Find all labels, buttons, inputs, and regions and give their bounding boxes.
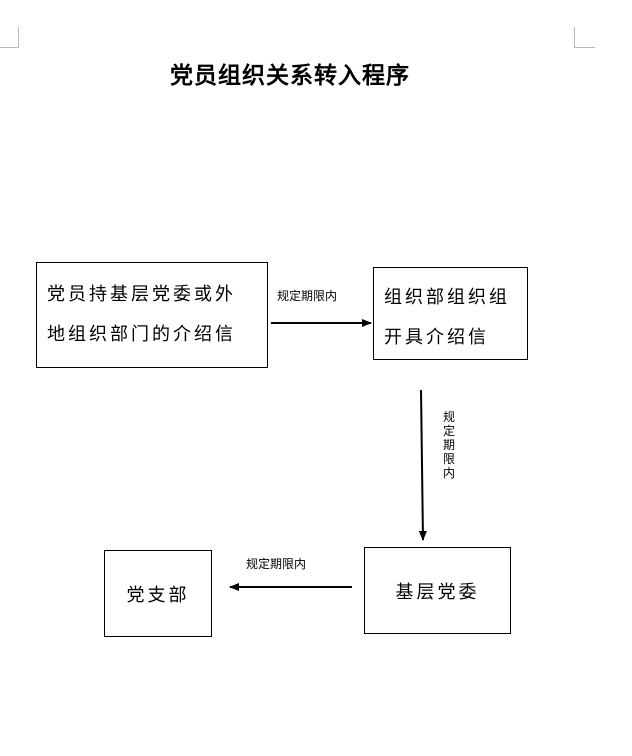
flow-box-org-dept: 组织部组织组 开具介绍信 (373, 267, 528, 360)
arrow-label-to-grassroots: 规定期限内 (442, 410, 455, 480)
flow-box-grassroots-text: 基层党委 (395, 581, 480, 603)
flow-box-start: 党员持基层党委或外 地组织部门的介绍信 (36, 262, 268, 368)
flow-box-start-line-2: 地组织部门的介绍信 (47, 324, 236, 345)
arrow-to-grassroots (418, 389, 427, 541)
page-title: 党员组织关系转入程序 (170, 63, 410, 89)
flow-box-org-dept-line-2: 开具介绍信 (384, 327, 489, 348)
flow-box-branch-text: 党支部 (126, 584, 190, 606)
flow-box-grassroots: 基层党委 (364, 547, 511, 634)
flow-box-branch: 党支部 (104, 550, 212, 637)
page-corner-mark-left (0, 27, 19, 48)
flow-box-start-line-1: 党员持基层党委或外 (47, 284, 236, 305)
arrow-label-to-org-dept: 规定期限内 (277, 289, 338, 303)
page-corner-mark-right (574, 27, 595, 48)
flow-box-org-dept-line-1: 组织部组织组 (384, 287, 510, 308)
arrow-label-to-branch: 规定期限内 (246, 557, 307, 571)
